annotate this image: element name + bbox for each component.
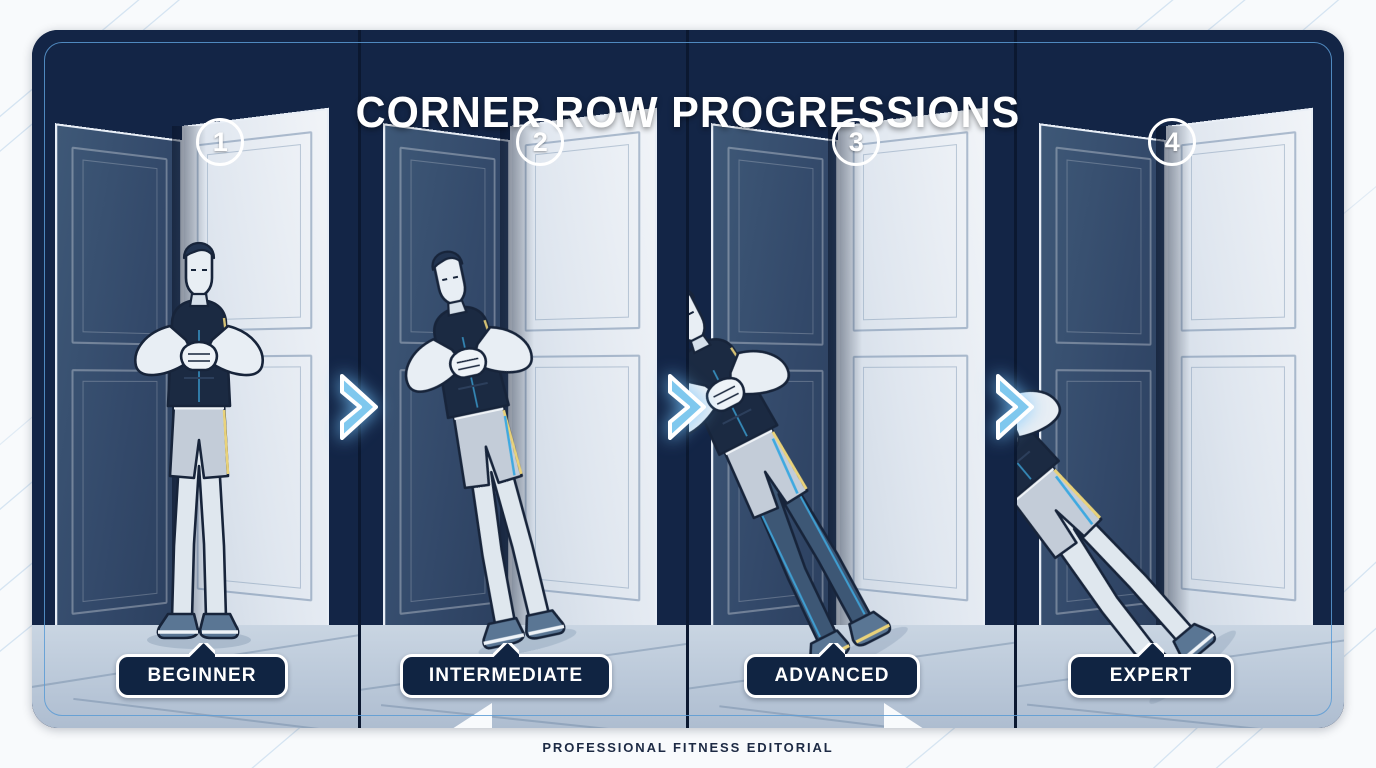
level-badge-label: INTERMEDIATE (429, 665, 583, 687)
progress-arrow-1 (336, 370, 382, 444)
level-badge-label: BEGINNER (147, 665, 256, 687)
level-badge-advanced[interactable]: ADVANCED (744, 654, 920, 698)
figure-beginner (124, 226, 274, 646)
card-notch-right (884, 703, 924, 728)
step-number-badge-3: 3 (832, 118, 880, 166)
progress-arrow-3 (992, 370, 1038, 444)
step-number-badge-4: 4 (1148, 118, 1196, 166)
card-notch-left (452, 703, 492, 728)
badge-notch (493, 643, 519, 657)
level-badge-beginner[interactable]: BEGINNER (116, 654, 288, 698)
step-number-badge-2: 2 (516, 118, 564, 166)
step-number-text: 3 (849, 129, 864, 156)
badge-notch (1138, 643, 1164, 657)
footer-caption: PROFESSIONAL FITNESS EDITORIAL (0, 740, 1376, 755)
step-number-badge-1: 1 (196, 118, 244, 166)
step-number-text: 2 (533, 129, 548, 156)
level-badge-label: ADVANCED (774, 665, 889, 687)
badge-notch (819, 643, 845, 657)
infographic-card: CORNER ROW PROGRESSIONS 1 2 3 4 (32, 30, 1344, 728)
level-badge-label: EXPERT (1110, 665, 1193, 687)
badge-notch (189, 643, 215, 657)
page-title: CORNER ROW PROGRESSIONS (71, 88, 1304, 138)
step-number-text: 1 (213, 129, 228, 156)
level-badge-intermediate[interactable]: INTERMEDIATE (400, 654, 612, 698)
level-badge-expert[interactable]: EXPERT (1068, 654, 1234, 698)
step-number-text: 4 (1165, 129, 1180, 156)
progress-arrow-2 (664, 370, 710, 444)
